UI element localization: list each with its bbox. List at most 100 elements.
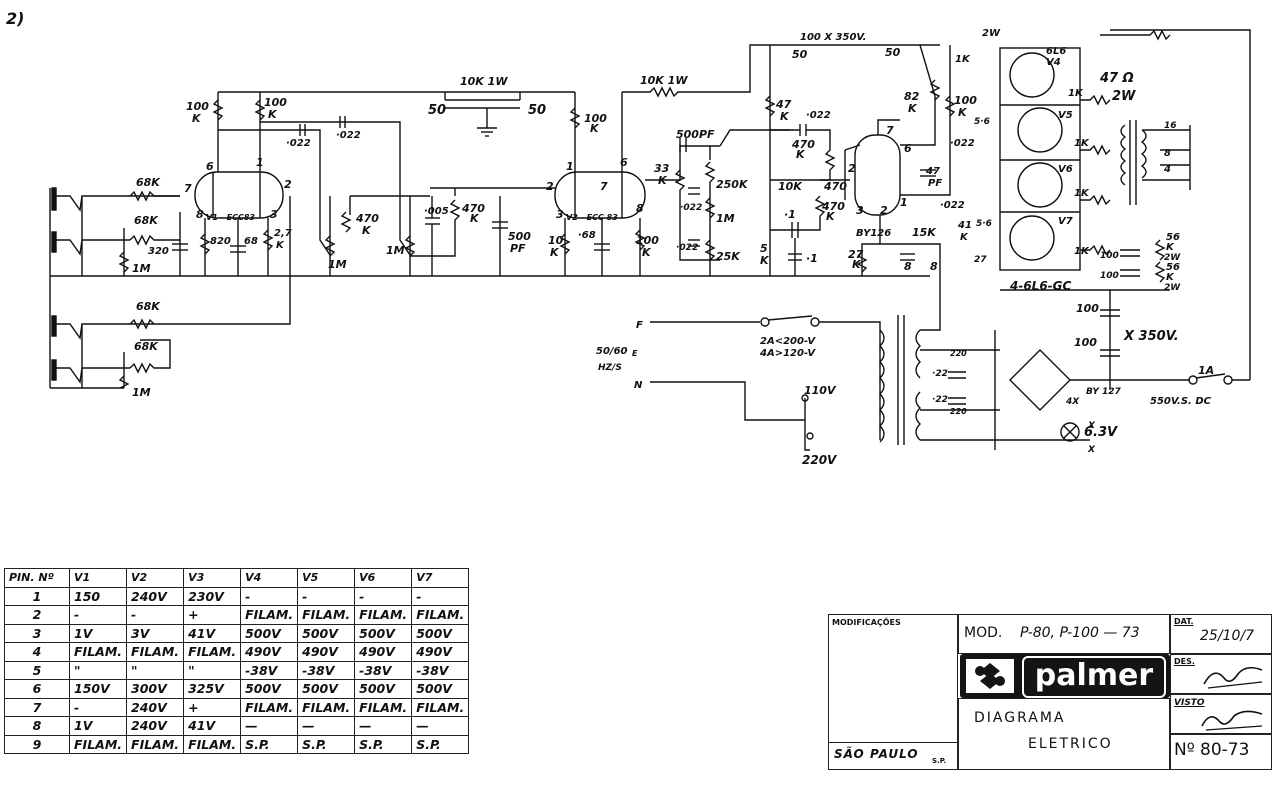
- label-diode-by126: BY126: [856, 228, 891, 239]
- label-fuse-1a: 1A: [1198, 364, 1214, 377]
- label-r-10k-b: 10K: [778, 180, 803, 193]
- label-r-56k-bb: K: [1166, 272, 1175, 283]
- label-rect-4x: 4X: [1065, 397, 1080, 407]
- label-r-1k-d: 1K: [1074, 246, 1090, 257]
- model-box: [958, 614, 1170, 654]
- voltage-cell: —: [297, 716, 356, 736]
- label-terminal-x1: X: [1087, 421, 1096, 431]
- svg-text:1: 1: [900, 196, 908, 209]
- schematic-wiring: [49, 29, 1251, 451]
- table-header-cell: PIN. Nº: [4, 568, 70, 588]
- schematic-labels: 2) 100 X 350V. 50 50 2W 1K 47 Ω 2W 6L6 V…: [6, 9, 1214, 467]
- label-out-8: 8: [1164, 148, 1171, 159]
- svg-text:6: 6: [904, 142, 912, 155]
- label-pot-1m-3: 1M: [716, 212, 735, 225]
- voltage-cell: ": [183, 660, 242, 680]
- voltage-cell: 500V: [240, 623, 299, 643]
- label-fuse-b: 4A>120-V: [759, 348, 816, 359]
- label-c-8-a: 8: [904, 260, 912, 273]
- label-pot-470k: 470: [461, 202, 485, 215]
- model-value: P-80, P-100 — 73: [1020, 625, 1140, 641]
- label-pot-250k: 250K: [716, 178, 749, 191]
- label-pot-1m-1: 1M: [328, 258, 347, 271]
- label-r-41k-b: K: [960, 232, 969, 243]
- pin-number-cell: 2: [4, 605, 70, 625]
- label-r-100k-3b: K: [590, 122, 600, 135]
- label-terminal-n: N: [634, 380, 643, 391]
- label-tube-v2: V2 - ECC 83: [566, 213, 618, 222]
- label-v4: V4: [1046, 57, 1061, 68]
- label-r-470-c: 470: [823, 180, 847, 193]
- palmer-logo: palmer: [960, 654, 1170, 698]
- label-r-100k-4b: K: [642, 246, 652, 259]
- label-r-68k-2: 68K: [134, 214, 159, 227]
- label-c-022-g: ·022: [940, 200, 965, 211]
- label-r-470k-2b: K: [796, 148, 806, 161]
- label-c-022-f: ·022: [950, 138, 975, 149]
- voltage-cell: ": [68, 660, 128, 680]
- svg-text:2: 2: [848, 162, 856, 175]
- pin-number-cell: 7: [4, 697, 70, 717]
- voltage-cell: -: [411, 586, 470, 606]
- label-c-1-b: ·1: [806, 252, 818, 265]
- label-r-2-7k-b: K: [276, 240, 285, 251]
- svg-text:7: 7: [600, 180, 608, 193]
- voltage-cell: FILAM.: [411, 605, 470, 625]
- voltage-cell: FILAM.: [240, 605, 299, 625]
- label-r-56k-ab: K: [1166, 242, 1175, 253]
- label-tap-110v: 110V: [804, 384, 837, 397]
- label-cap-50-d: 50: [528, 103, 546, 118]
- table-row: 7-240V+FILAM.FILAM.FILAM.FILAM.: [4, 697, 470, 717]
- label-tubes-note: 4-6L6-GC: [1009, 279, 1072, 293]
- label-tap-220v: 220V: [802, 453, 838, 467]
- svg-text:6: 6: [206, 160, 214, 173]
- pin-number-cell: 1: [4, 586, 70, 606]
- label-dropper-10k-a: 10K 1W: [460, 75, 508, 88]
- voltage-cell: 3V: [126, 623, 185, 643]
- label-out-4: 4: [1163, 164, 1171, 175]
- voltage-cell: 240V: [126, 716, 185, 736]
- svg-text:2: 2: [880, 204, 888, 217]
- label-c-005: ·005: [424, 206, 449, 217]
- label-supply-caps: 100 X 350V.: [800, 32, 866, 43]
- label-r-1k-b: 1K: [1074, 138, 1090, 149]
- label-r-100k-3: 100: [584, 112, 607, 125]
- voltage-cell: FILAM.: [297, 697, 356, 717]
- number-label: Nº: [1174, 740, 1195, 760]
- voltage-cell: -: [240, 586, 299, 606]
- voltage-cell: 500V: [354, 623, 413, 643]
- table-header-cell: V4: [240, 568, 299, 588]
- label-mains-freq-unit: HZ/S: [598, 363, 622, 373]
- label-r-470k-3b: K: [826, 210, 836, 223]
- label-cap-50-b: 50: [885, 46, 901, 59]
- diagram-title-line1: DIAGRAMA: [974, 710, 1066, 726]
- label-r-5-6-g: 5·6: [974, 117, 990, 127]
- label-terminal-f: F: [636, 320, 643, 331]
- svg-text:2: 2: [546, 180, 554, 193]
- voltage-cell: 500V: [411, 679, 470, 699]
- label-r-100k-5: 100: [954, 94, 977, 107]
- voltage-cell: 41V: [183, 623, 242, 643]
- label-c-100-d: 100: [1074, 336, 1097, 349]
- diagram-title-line2: ELETRICO: [1028, 736, 1113, 752]
- label-r-470k-3: 470: [821, 200, 845, 213]
- label-r-1k-c: 1K: [1074, 188, 1090, 199]
- table-header-cell: V6: [354, 568, 413, 588]
- label-resistor-2w: 2W: [982, 28, 1001, 39]
- table-header-cell: V3: [183, 568, 242, 588]
- svg-text:1: 1: [256, 156, 264, 169]
- voltage-cell: —: [354, 716, 413, 736]
- page-marker: 2): [6, 9, 24, 28]
- voltage-cell: 325V: [183, 679, 242, 699]
- palmer-wordmark: palmer: [1022, 656, 1166, 698]
- label-mains-freq-e: E: [632, 349, 638, 358]
- voltage-cell: -: [126, 605, 185, 625]
- label-resistor-1k-top: 1K: [955, 54, 971, 65]
- label-r-68k-3: 68K: [136, 300, 161, 313]
- diagram-title-box: [958, 698, 1170, 770]
